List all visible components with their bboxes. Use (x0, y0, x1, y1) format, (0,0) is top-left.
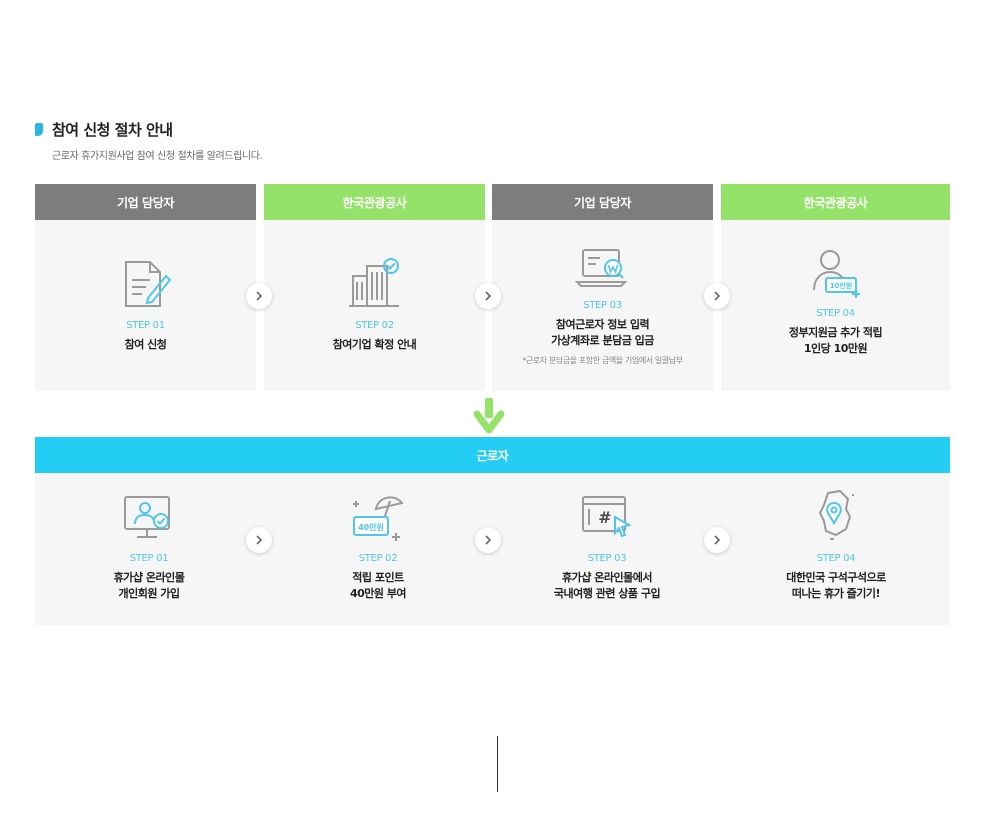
step-note: *근로자 분담금을 포함한 금액을 기업에서 일괄납부 (522, 356, 683, 365)
page-subtitle: 근로자 휴가지원사업 참여 신청 절차를 알려드립니다. (52, 151, 263, 162)
chevron-right-icon (256, 535, 263, 545)
monitor-user-check-icon (119, 491, 179, 551)
person-money-icon: 10만원 (806, 246, 866, 306)
step-desc-line: 참여기업 확정 안내 (332, 338, 417, 351)
step-desc-line: 정부지원금 추가 적립 (788, 326, 883, 339)
worker-process-row: 근로자 STEP 01 휴가샵 온라인몰 개인회원 가입 (35, 437, 950, 625)
text-cursor (497, 736, 498, 792)
step-desc-line: 가상계좌로 분담금 입금 (551, 334, 654, 347)
chevron-right-icon (256, 291, 263, 301)
arrow-down-icon (473, 396, 505, 434)
document-pen-icon (116, 254, 176, 314)
chevron-right-icon (485, 291, 492, 301)
chevron-right-icon (714, 291, 721, 301)
next-arrow-circle (475, 527, 501, 553)
next-arrow-circle (246, 527, 272, 553)
bottom-step-3: # STEP 03 휴가샵 온라인몰에서 국내여행 관련 상품 구입 (493, 473, 721, 625)
step-desc-line: 참여근로자 정보 입력 (555, 318, 650, 331)
worker-steps-panel: STEP 01 휴가샵 온라인몰 개인회원 가입 40만원 STEP 02 적립 (35, 473, 950, 625)
top-step-card-1: 기업 담당자 STEP 01 참여 신청 (35, 184, 256, 391)
role-header: 기업 담당자 (492, 184, 713, 220)
umbrella-points-icon: 40만원 (348, 489, 408, 549)
svg-text:#: # (598, 508, 611, 527)
page-title: 참여 신청 절차 안내 (52, 121, 173, 139)
step-label: STEP 03 (583, 300, 622, 311)
chevron-right-icon (714, 535, 721, 545)
step-desc-line: 대한민국 구석구석으로 (786, 571, 886, 584)
step-label: STEP 01 (129, 553, 169, 564)
step-label: STEP 04 (816, 553, 856, 564)
step-desc-line: 개인회원 가입 (118, 587, 180, 600)
bottom-step-1: STEP 01 휴가샵 온라인몰 개인회원 가입 (35, 473, 263, 625)
step-desc-line: 참여 신청 (124, 338, 167, 351)
badge-text: 40만원 (358, 522, 384, 532)
bottom-step-2: 40만원 STEP 02 적립 포인트 40만원 부여 (264, 473, 492, 625)
bottom-step-4: STEP 04 대한민국 구석구석으로 떠나는 휴가 즐기기! (722, 473, 950, 625)
top-step-card-2: 한국관광공사 STEP 02 참여기업 확정 안내 (264, 184, 485, 391)
next-arrow-circle (475, 283, 501, 309)
step-desc-line: 휴가샵 온라인몰에서 (562, 571, 652, 584)
next-arrow-circle (704, 283, 730, 309)
building-check-icon (345, 254, 405, 314)
step-desc-line: 휴가샵 온라인몰 (113, 571, 185, 584)
title-bullet-icon (35, 123, 43, 136)
step-desc-line: 적립 포인트 (352, 571, 404, 584)
laptop-won-icon (573, 240, 633, 300)
badge-text: 10만원 (829, 281, 852, 290)
step-desc-line: 40만원 부여 (349, 587, 407, 600)
browser-hashtag-cursor-icon: # (577, 491, 637, 551)
role-header: 한국관광공사 (264, 184, 485, 220)
step-desc-line: 국내여행 관련 상품 구입 (553, 587, 661, 600)
role-header: 한국관광공사 (721, 184, 950, 220)
chevron-right-icon (485, 535, 492, 545)
step-label: STEP 03 (587, 553, 627, 564)
role-header: 기업 담당자 (35, 184, 256, 220)
next-arrow-circle (704, 527, 730, 553)
step-label: STEP 04 (816, 308, 855, 319)
step-label: STEP 02 (355, 320, 394, 331)
worker-banner: 근로자 (35, 437, 950, 473)
step-desc-line: 1인당 10만원 (803, 342, 868, 355)
section-title: 참여 신청 절차 안내 (35, 119, 173, 140)
step-label: STEP 01 (126, 320, 165, 331)
company-process-row: 기업 담당자 STEP 01 참여 신청 한국관광공사 (35, 184, 950, 391)
step-desc-line: 떠나는 휴가 즐기기! (791, 587, 881, 600)
korea-map-pin-icon (806, 487, 866, 547)
top-step-card-3: 기업 담당자 STEP 03 참여근로자 정보 입력 가상계좌로 분담금 입금 … (492, 184, 713, 391)
step-label: STEP 02 (358, 553, 398, 564)
top-step-card-4: 한국관광공사 10만원 STEP 04 정부지원금 추가 적립 1인당 10만원 (721, 184, 950, 391)
next-arrow-circle (246, 283, 272, 309)
